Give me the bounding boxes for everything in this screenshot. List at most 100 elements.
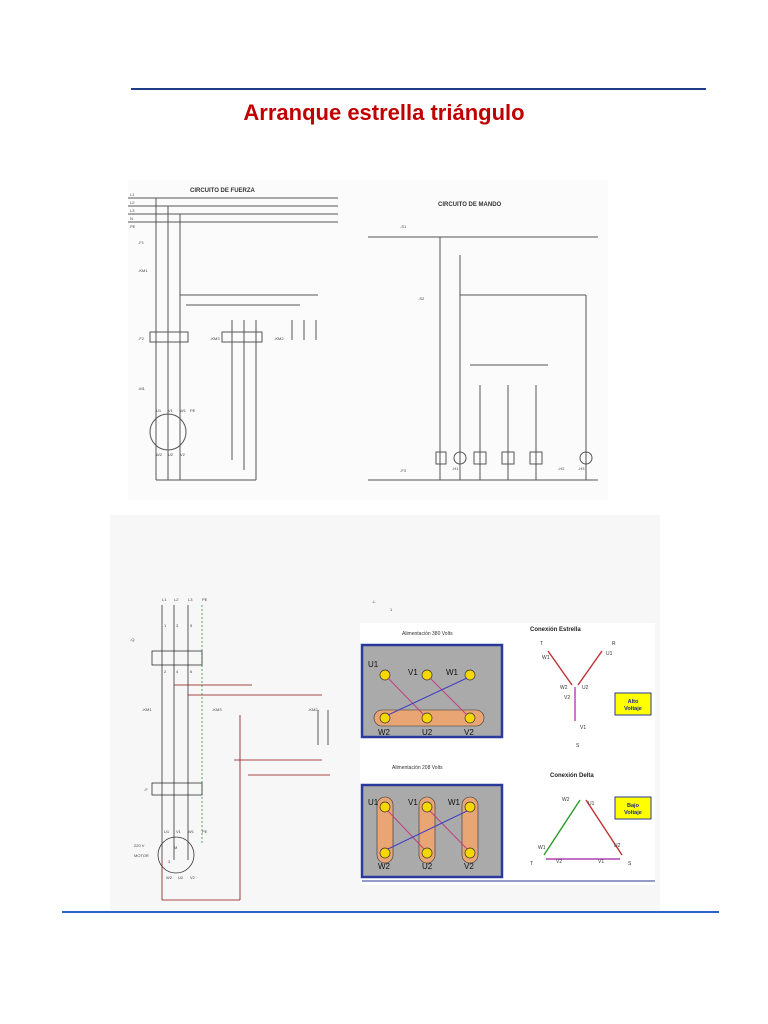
line-label-l3: L3 (188, 597, 193, 602)
delta-schematic-title: Conexión Delta (550, 773, 594, 779)
delta-label-w1: W1 (538, 845, 546, 851)
terminal-number-4: 4 (176, 669, 179, 674)
power-schematic (151, 605, 330, 901)
star-schematic-title: Conexión Estrella (530, 627, 581, 633)
top-label-n: N (130, 216, 133, 221)
motor-voltage: 220 V (134, 843, 145, 848)
page-title: Arranque estrella triángulo (243, 100, 525, 125)
star-term-v2: V2 (464, 728, 474, 737)
motor-term-u2: U2 (178, 875, 184, 880)
device-label-km2: -KM2 (308, 707, 318, 712)
star-label-s: S (576, 743, 580, 749)
terminal-number-6: 6 (190, 669, 193, 674)
star-term-v1: V1 (408, 668, 418, 677)
delta-term-w1: W1 (448, 798, 461, 807)
motor-term-v2: V2 (190, 875, 196, 880)
diagram-background (128, 180, 608, 500)
delta-supply-label: Alimentación 208 Volts (392, 765, 443, 771)
top-label-pe: PE (130, 224, 136, 229)
top-label-f1: -F1 (138, 240, 145, 245)
power-circuit (128, 197, 338, 481)
top-label-h2: -H2 (558, 466, 565, 471)
top-label-pe2: PE (190, 408, 196, 413)
top-label-km3: -KM3 (210, 336, 220, 341)
delta-label-t: T (530, 861, 533, 867)
top-label-w1: W1 (180, 408, 187, 413)
top-label-h1: -H1 (452, 466, 459, 471)
star-label-u1: U1 (606, 651, 613, 657)
terminal-number-2: 2 (164, 669, 167, 674)
delta-term-u1: U1 (368, 798, 379, 807)
delta-label-v2: V2 (556, 859, 562, 865)
top-label-f2: -F2 (138, 336, 145, 341)
top-label-l1: L1 (130, 192, 135, 197)
delta-terminals (379, 801, 476, 859)
device-label-km3: -KM3 (212, 707, 222, 712)
line-label-pe: PE (202, 597, 208, 602)
star-terminals (379, 669, 476, 724)
top-label-u2: U2 (168, 452, 174, 457)
star-term-w2: W2 (378, 728, 391, 737)
delta-label-u1: U1 (588, 801, 595, 807)
line-label-l2: L2 (174, 597, 179, 602)
switch-label-1: 1 (390, 607, 393, 612)
star-label-t: T (540, 641, 543, 647)
terminal-number-1: 1 (164, 623, 167, 628)
star-supply-label: Alimentación 380 Volts (402, 631, 453, 637)
star-windings (387, 677, 468, 716)
star-delta-wiring-diagram: CIRCUITO DE FUERZA CIRCUITO DE MANDO L1 … (128, 180, 608, 500)
line-label-l1: L1 (162, 597, 167, 602)
star-term-w1: W1 (446, 668, 459, 677)
star-label-r: R (612, 641, 616, 647)
top-rule (131, 88, 706, 90)
power-circuit-title: CIRCUITO DE FUERZA (190, 188, 256, 194)
terminal-number-5: 5 (190, 623, 193, 628)
delta-label-u2: U2 (614, 843, 621, 849)
motor-term-w1: W1 (188, 829, 195, 834)
device-label-km1: -KM1 (142, 707, 152, 712)
star-label-v1: V1 (580, 725, 586, 731)
motor-phase: 3 (168, 859, 171, 864)
top-label-m1: -M1 (138, 386, 146, 391)
control-circuit (368, 236, 598, 481)
delta-label-s: S (628, 861, 632, 867)
motor-connection-figure: L1 L2 L3 PE -Q -KM1 -KM3 -KM2 -F 1 2 3 4… (110, 515, 660, 910)
top-label-v2: V2 (180, 452, 186, 457)
delta-term-v1: V1 (408, 798, 418, 807)
motor-label: MOTOR (134, 853, 149, 858)
star-label-w2: W2 (560, 685, 568, 691)
top-label-km1: -KM1 (138, 268, 148, 273)
star-term-u2: U2 (422, 728, 433, 737)
motor-term-u1: U1 (164, 829, 170, 834)
delta-label-w2: W2 (562, 797, 570, 803)
star-term-u1: U1 (368, 660, 379, 669)
device-label-f: -F (144, 787, 148, 792)
delta-windings (387, 810, 468, 850)
control-circuit-title: CIRCUITO DE MANDO (438, 202, 502, 208)
motor-symbol-m: M (174, 845, 177, 850)
motor-symbol (157, 836, 195, 874)
top-label-v1: V1 (168, 408, 174, 413)
delta-label-v1: V1 (598, 859, 604, 865)
top-label-s2: -S2 (418, 296, 425, 301)
top-label-h3: -H3 (578, 466, 585, 471)
top-label-km2: -KM2 (274, 336, 284, 341)
delta-term-v2: V2 (464, 862, 474, 871)
top-label-s1: -S1 (400, 224, 407, 229)
terminal-number-3: 3 (176, 623, 179, 628)
motor-term-pe: PE (202, 829, 208, 834)
bajo-voltaje-callout (614, 796, 652, 820)
top-label-f3: -F3 (400, 468, 407, 473)
star-label-u2: U2 (582, 685, 589, 691)
delta-term-u2: U2 (422, 862, 433, 871)
alto-voltaje-callout (614, 692, 652, 716)
delta-term-w2: W2 (378, 862, 391, 871)
motor-term-v1: V1 (176, 829, 182, 834)
top-label-u1: U1 (156, 408, 162, 413)
star-schematic-windings (547, 650, 603, 721)
star-label-v2: V2 (564, 695, 570, 701)
motor-term-w2: W2 (166, 875, 173, 880)
device-label-q: -Q (130, 637, 134, 642)
